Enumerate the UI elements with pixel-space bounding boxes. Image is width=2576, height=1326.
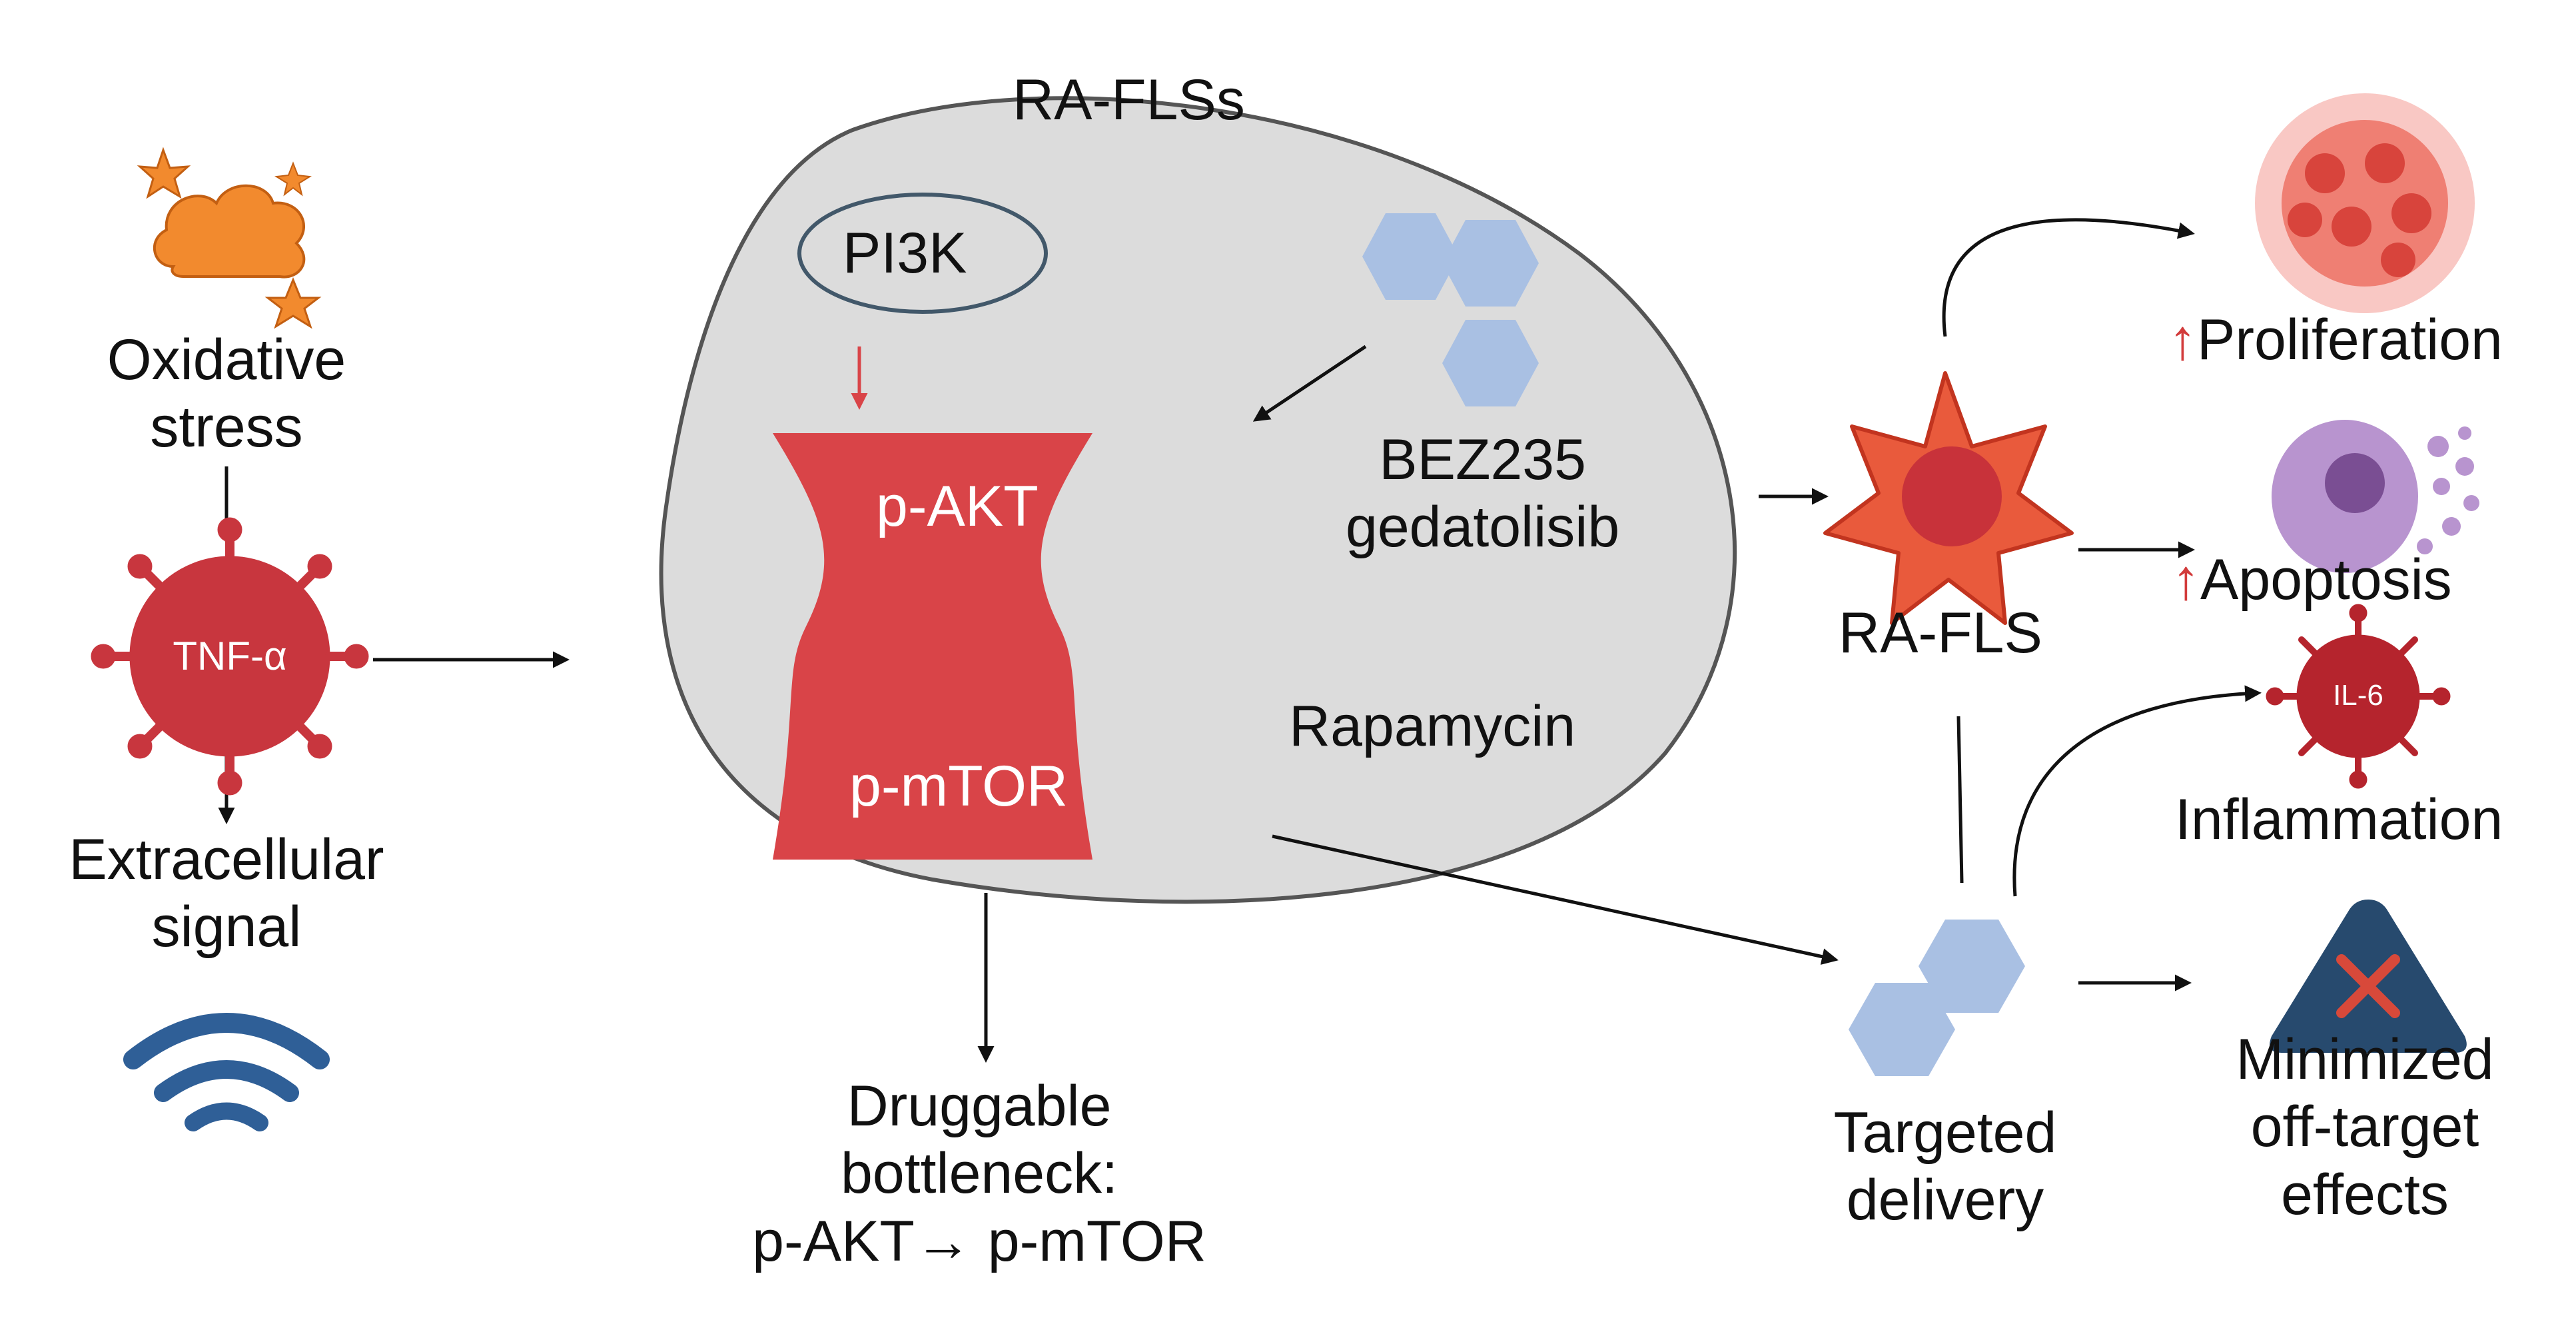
tnf-virus-icon bbox=[91, 517, 369, 796]
drug-hexagon-cluster bbox=[1362, 213, 1539, 406]
drug-inhibition-arrow bbox=[1252, 344, 1367, 422]
inflammation-label: Inflammation bbox=[2175, 788, 2503, 852]
rafls-label: RA-FLS bbox=[1839, 601, 2042, 665]
stress-line-1: Oxidative bbox=[107, 328, 346, 392]
offtarget-line-3: effects bbox=[2281, 1162, 2449, 1227]
oxidative-cloud-icon bbox=[137, 147, 322, 329]
offtarget-line-2: off-target bbox=[2250, 1095, 2479, 1159]
pi3k-ellipse bbox=[797, 193, 1048, 314]
signal-line-1: Extracellular bbox=[69, 828, 384, 892]
il6-virus-icon bbox=[2266, 604, 2451, 789]
drug-name-2: gedatolisib bbox=[1346, 495, 1620, 560]
extracellular-signal-label: Extracellular signal bbox=[13, 826, 440, 962]
cell-label: RA-FLSs bbox=[1013, 68, 1245, 132]
offtarget-label: Minimized off-target effects bbox=[2178, 1026, 2551, 1229]
hexagon bbox=[1919, 920, 2025, 1013]
apoptosis-text: Apoptosis bbox=[2200, 548, 2452, 612]
hexagon bbox=[1442, 220, 1539, 307]
cross-icon bbox=[2336, 954, 2400, 1018]
proliferation-cluster-icon bbox=[2255, 93, 2475, 313]
proliferation-text: Proliferation bbox=[2197, 308, 2503, 372]
tnf-label: TNF-α bbox=[173, 634, 287, 678]
bottleneck-label: Druggable bottleneck: p-AKT→ p-mTOR bbox=[706, 1073, 1252, 1275]
offtarget-line-1: Minimized bbox=[2236, 1027, 2494, 1091]
drug-name-1: BEZ235 bbox=[1379, 428, 1586, 492]
signal-wifi-icon bbox=[123, 1013, 330, 1131]
p-akt-label: p-AKT bbox=[876, 474, 1039, 538]
rafls-to-delivery-line bbox=[1956, 716, 1964, 884]
hexagon bbox=[1849, 983, 1955, 1076]
pi3k-label: PI3K bbox=[843, 221, 967, 285]
hexagon bbox=[1442, 320, 1539, 406]
rapamycin-label: Rapamycin bbox=[1289, 694, 1576, 758]
hexagon bbox=[1362, 213, 1459, 300]
bottleneck-line-3: p-AKT→ p-mTOR bbox=[752, 1209, 1206, 1273]
apoptosis-label: ↑Apoptosis bbox=[2172, 546, 2452, 614]
delivery-line-1: Targeted bbox=[1833, 1101, 2057, 1165]
bottleneck-line-2: bottleneck: bbox=[841, 1141, 1118, 1206]
oxidative-stress-label: Oxidative stress bbox=[63, 327, 390, 462]
targeted-delivery-label: Targeted delivery bbox=[1772, 1099, 2118, 1235]
delivery-hexagon-cluster bbox=[1849, 920, 2025, 1076]
bottleneck-hourglass bbox=[773, 433, 1092, 860]
delivery-to-inflammation-arrow bbox=[2012, 685, 2262, 897]
up-arrow-icon: ↑ bbox=[2172, 548, 2200, 612]
warning-triangle-icon bbox=[2270, 900, 2467, 1053]
apoptosis-cell-icon bbox=[2272, 420, 2479, 573]
stress-line-2: stress bbox=[150, 395, 303, 460]
up-arrow-icon: ↑ bbox=[2168, 308, 2197, 372]
proliferation-label: ↑Proliferation bbox=[2168, 307, 2503, 374]
rafls-cell-icon bbox=[1823, 371, 2074, 625]
rafls-to-proliferation-arrow bbox=[1942, 218, 2195, 337]
p-mtor-label: p-mTOR bbox=[849, 754, 1069, 818]
bottleneck-line-1: Druggable bbox=[847, 1074, 1112, 1138]
il6-label: IL-6 bbox=[2333, 679, 2383, 712]
delivery-line-2: delivery bbox=[1846, 1168, 2044, 1233]
signal-line-2: signal bbox=[151, 895, 302, 960]
mtor-to-delivery-arrow bbox=[1272, 834, 1839, 965]
drug-label: BEZ235 gedatolisib bbox=[1346, 426, 1619, 562]
